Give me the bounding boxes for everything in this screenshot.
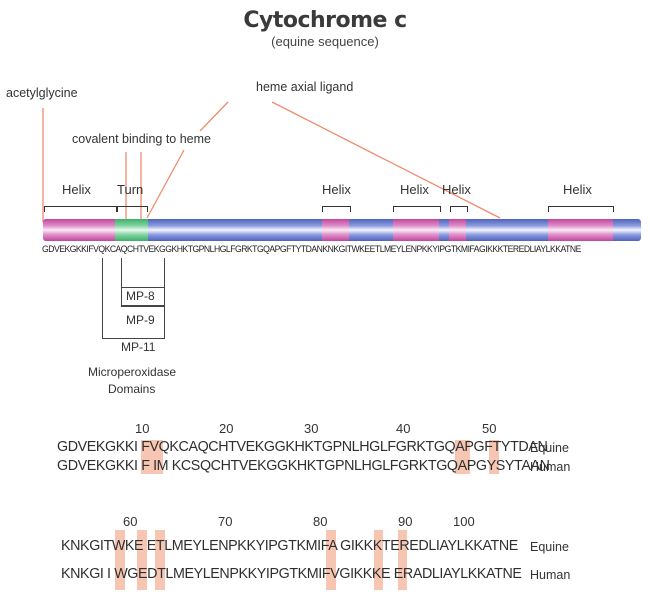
position-number: 70 [218,514,233,529]
helix-label-2: Helix [322,182,351,197]
diff-highlight [489,440,499,474]
turn-segment [115,219,148,241]
heme-axial-ligand-label: heme axial ligand [256,80,354,94]
equine-sequence: GDVEKGKKIFVQKCAQCHTVEKGGKHKTGPNLHGLFGRKT… [42,244,581,254]
helix-bracket-3 [393,206,441,212]
turn-bracket [117,206,148,212]
mp-11-label: MP-11 [121,340,156,354]
human-alignment-row-2: KNKGI I WGEDTLMEYLENPKKYIPGTKMIFVGIKKKE … [61,566,522,582]
helix-label-1: Helix [62,182,91,197]
position-number: 80 [313,514,328,529]
helix-segment-4 [449,219,466,241]
helix-bracket-4 [450,206,468,212]
axial-ligand-pointer-his-2 [146,149,185,219]
mp-9-label: MP-9 [126,313,155,327]
helix-segment-5 [548,219,613,241]
helix-bracket-2 [322,206,351,212]
mp-8-label: MP-8 [126,289,155,303]
helix-label-5: Helix [563,182,592,197]
axial-ligand-pointer-met [271,101,501,219]
species-label-human: Human [530,460,571,474]
helix-bracket-5 [548,206,614,212]
position-number: 90 [398,514,413,529]
position-number: 100 [453,514,475,529]
turn-label: Turn [117,182,144,197]
covalent-binding-label: covalent binding to heme [72,132,211,146]
page-subtitle: (equine sequence) [271,34,379,49]
diff-highlight [141,440,163,474]
acetylglycine-label: acetylglycine [6,86,78,100]
helix-label-3: Helix [400,182,429,197]
position-number: 40 [396,421,411,436]
page-title: Cytochrome c [243,8,407,33]
diff-highlight [155,530,165,590]
position-number: 20 [219,421,234,436]
helix-segment-2 [322,219,349,241]
diff-highlight [374,530,383,590]
position-number: 30 [304,421,319,436]
diff-highlight [326,530,336,590]
species-label-human: Human [530,568,571,582]
domains-caption: Domains [108,382,156,396]
equine-alignment-row-2: KNKGITWKE ETLMEYLENPKKYIPGTKMIFA GIKKKTE… [61,538,518,554]
secondary-structure-bar [43,219,641,241]
helix-bracket-1 [44,206,117,212]
position-number: 60 [123,514,138,529]
bar-cap [625,219,641,241]
diff-highlight [115,530,125,590]
helix-segment-3 [393,219,439,241]
diff-highlight [455,440,470,474]
axial-ligand-pointer-his [199,101,229,132]
diff-highlight [137,530,147,590]
mp-9-box [121,258,165,306]
species-label-equine: Equine [530,540,569,554]
diff-highlight [398,530,407,590]
mp-8-box [121,287,165,307]
helix-label-4: Helix [442,182,471,197]
equine-alignment-row-1: GDVEKGKKI FVQKCAQCHTVEKGGKHKTGPNLHGLFGRK… [57,439,548,455]
species-label-equine: Equine [530,441,569,455]
position-number: 10 [135,421,150,436]
position-number: 50 [482,421,497,436]
microperoxidase-caption: Microperoxidase [88,365,177,379]
helix-segment-1 [43,219,115,241]
human-alignment-row-1: GDVEKGKKI F IM KCSQCHTVEKGGKHKTGPNLHGLFG… [57,458,550,474]
